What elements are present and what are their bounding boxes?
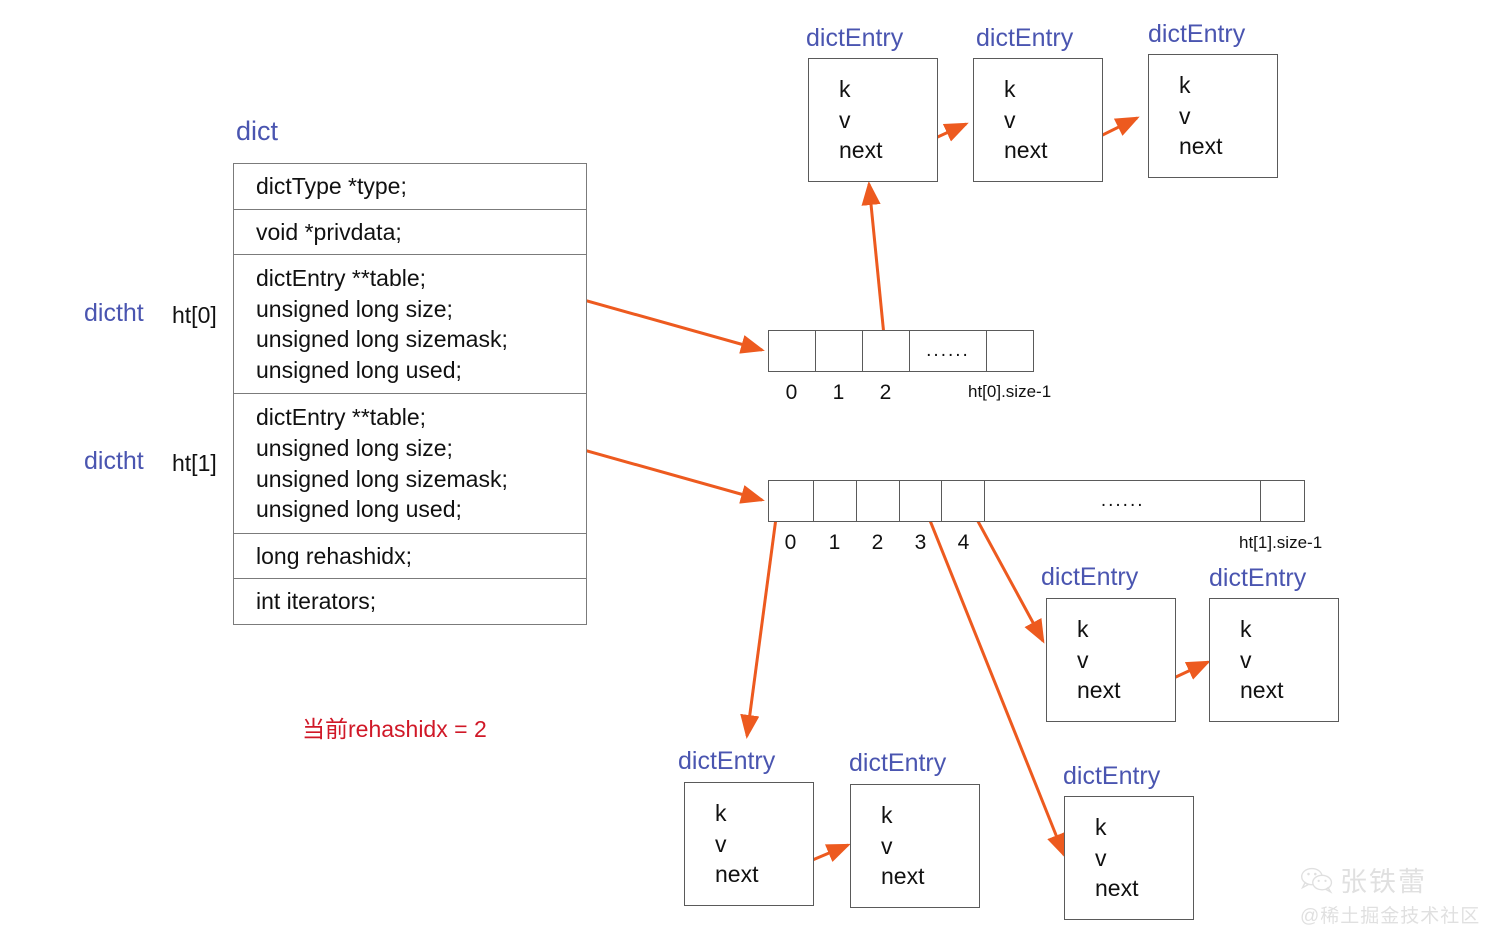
entry-field-v: v xyxy=(1095,844,1107,871)
dict-row-type: dictType *type; xyxy=(234,164,586,210)
ht0-bucket-2[interactable] xyxy=(863,331,910,371)
dict-field-text: unsigned long size; xyxy=(256,295,453,322)
ht0-bucket-1[interactable] xyxy=(816,331,863,371)
dictentry-label-br-1: dictEntry xyxy=(1063,762,1161,790)
entry-field-next: next xyxy=(1077,677,1121,704)
dictentry-label-mr-1: dictEntry xyxy=(1041,563,1139,591)
ht0-index-1: 1 xyxy=(832,381,845,404)
rehashidx-note: 当前rehashidx = 2 xyxy=(302,716,487,742)
entry-field-next: next xyxy=(1179,133,1223,160)
ht1-bucket-ellipsis: ...... xyxy=(985,481,1262,521)
dict-field-text: long rehashidx; xyxy=(256,542,412,569)
dictht-ht0-type-label: dictht xyxy=(84,299,144,327)
dictentry-top-2: k v next xyxy=(973,58,1103,182)
dict-title: dict xyxy=(236,116,279,146)
dictentry-label-top-2: dictEntry xyxy=(976,24,1074,52)
dict-field-text: dictEntry **table; xyxy=(256,265,427,292)
ht0-bucket-last[interactable] xyxy=(987,331,1032,371)
entry-field-next: next xyxy=(1240,677,1284,704)
entry-field-v: v xyxy=(1004,106,1016,133)
entry-field-next: next xyxy=(839,137,883,164)
ht1-index-2: 2 xyxy=(871,531,884,554)
dictht-ht1-type-label: dictht xyxy=(84,447,144,475)
entry-field-next: next xyxy=(1004,137,1048,164)
entry-field-v: v xyxy=(839,106,851,133)
ht1-index-0: 0 xyxy=(784,531,797,554)
ht0-bucket-array: ...... xyxy=(768,330,1034,372)
dict-struct-table: dictType *type; void *privdata; dictEntr… xyxy=(233,163,587,625)
entry-field-k: k xyxy=(1240,616,1252,643)
entry-field-next: next xyxy=(715,861,759,888)
ht0-index-2: 2 xyxy=(879,381,892,404)
dict-row-rehashidx: long rehashidx; xyxy=(234,534,586,580)
ht1-bucket-4[interactable] xyxy=(942,481,986,521)
watermark-name: 张铁蕾 xyxy=(1340,867,1427,897)
dictentry-br-1: k v next xyxy=(1064,796,1194,920)
entry-field-k: k xyxy=(1077,616,1089,643)
dict-field-text: unsigned long size; xyxy=(256,435,453,462)
dictentry-label-bl-1: dictEntry xyxy=(678,747,776,775)
dict-field-text: int iterators; xyxy=(256,588,377,615)
dict-field-text: unsigned long used; xyxy=(256,356,462,383)
dictentry-label-mr-2: dictEntry xyxy=(1209,564,1307,592)
entry-field-k: k xyxy=(1004,76,1016,103)
dict-row-ht0: dictEntry **table; unsigned long size; u… xyxy=(234,255,586,395)
ht0-index-0: 0 xyxy=(785,381,798,404)
entry-field-k: k xyxy=(1095,814,1107,841)
entry-field-k: k xyxy=(715,800,727,827)
entry-field-v: v xyxy=(1077,646,1089,673)
dictentry-bl-1: k v next xyxy=(684,782,814,906)
ht1-bucket-2[interactable] xyxy=(857,481,900,521)
dictentry-bl-2: k v next xyxy=(850,784,980,908)
wechat-icon xyxy=(1300,867,1333,894)
entry-field-k: k xyxy=(1179,72,1191,99)
ht1-bucket-3[interactable] xyxy=(900,481,943,521)
dict-field-text: unsigned long sizemask; xyxy=(256,465,508,492)
entry-field-v: v xyxy=(881,832,893,859)
entry-field-k: k xyxy=(839,76,851,103)
dictentry-mr-2: k v next xyxy=(1209,598,1339,722)
ht1-bucket-1[interactable] xyxy=(814,481,857,521)
dict-row-privdata: void *privdata; xyxy=(234,210,586,256)
ht1-size-label: ht[1].size-1 xyxy=(1239,533,1323,552)
dictentry-label-top-1: dictEntry xyxy=(806,24,904,52)
ht0-size-label: ht[0].size-1 xyxy=(968,382,1052,401)
dict-row-iterators: int iterators; xyxy=(234,579,586,624)
ht0-bucket-ellipsis: ...... xyxy=(910,331,987,371)
dictentry-top-3: k v next xyxy=(1148,54,1278,178)
watermark: 张铁蕾 @稀土掘金技术社区 xyxy=(1300,860,1500,932)
dictht-ht1-index-label: ht[1] xyxy=(172,450,217,476)
dict-field-text: unsigned long used; xyxy=(256,496,462,523)
ht1-index-4: 4 xyxy=(957,531,970,554)
dict-field-text: dictType *type; xyxy=(256,173,407,199)
ht1-index-3: 3 xyxy=(914,531,927,554)
ht1-bucket-0[interactable] xyxy=(769,481,814,521)
dictentry-top-1: k v next xyxy=(808,58,938,182)
entry-field-v: v xyxy=(1240,646,1252,673)
ht0-bucket-0[interactable] xyxy=(769,331,816,371)
dictentry-mr-1: k v next xyxy=(1046,598,1176,722)
dictentry-label-bl-2: dictEntry xyxy=(849,749,947,777)
dict-field-text: dictEntry **table; xyxy=(256,404,427,431)
entry-field-k: k xyxy=(881,802,893,829)
dictht-ht0-index-label: ht[0] xyxy=(172,302,217,328)
ht1-index-1: 1 xyxy=(828,531,841,554)
arrow-ht1-bucket4 xyxy=(966,502,1045,644)
entry-field-v: v xyxy=(1179,102,1191,129)
dict-field-text: unsigned long sizemask; xyxy=(256,326,508,353)
entry-field-v: v xyxy=(715,830,727,857)
ht1-bucket-last[interactable] xyxy=(1261,481,1304,521)
dict-row-ht1: dictEntry **table; unsigned long size; u… xyxy=(234,394,586,534)
dictentry-label-top-3: dictEntry xyxy=(1148,20,1246,48)
entry-field-next: next xyxy=(881,863,925,890)
ht1-bucket-array: ...... xyxy=(768,480,1305,522)
entry-field-next: next xyxy=(1095,875,1139,902)
watermark-handle: @稀土掘金技术社区 xyxy=(1300,906,1481,927)
dict-field-text: void *privdata; xyxy=(256,218,402,245)
